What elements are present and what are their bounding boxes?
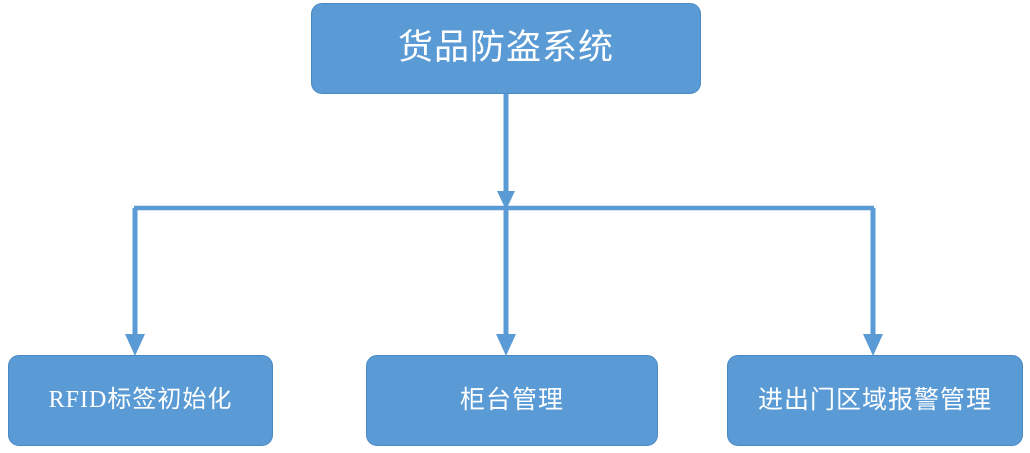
node-rfid-tag-initialization[interactable]: RFID标签初始化	[8, 355, 273, 446]
node-rfid-label: RFID标签初始化	[48, 387, 233, 414]
node-gate-label: 进出门区域报警管理	[757, 386, 992, 414]
node-counter-label: 柜台管理	[459, 386, 564, 414]
connector-bus-to-counter	[496, 208, 516, 356]
connector-bus-to-gate	[863, 208, 883, 356]
node-gate-zone-alarm-management[interactable]: 进出门区域报警管理	[727, 355, 1023, 446]
node-counter-management[interactable]: 柜台管理	[366, 355, 658, 446]
connector-root-to-bus	[497, 93, 515, 210]
node-root-label: 货品防盗系统	[397, 28, 614, 68]
node-root-system[interactable]: 货品防盗系统	[311, 3, 701, 94]
connector-bus-to-rfid	[125, 208, 145, 356]
